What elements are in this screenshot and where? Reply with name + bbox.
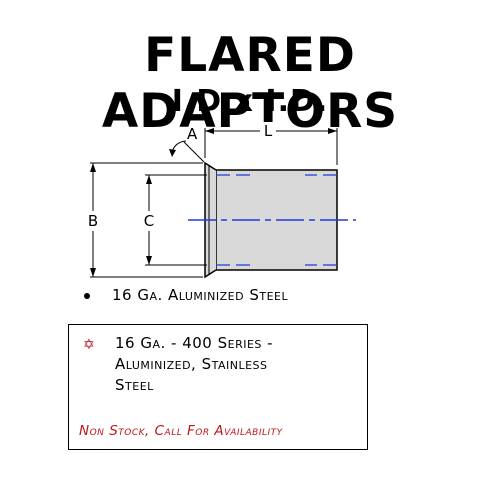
special-option-line: 16 Ga. - 400 Series - xyxy=(115,334,274,352)
arrow-head xyxy=(146,256,152,265)
arrow-head xyxy=(146,175,152,184)
dimension-label-b: B xyxy=(88,212,98,230)
arrow-head xyxy=(90,163,96,172)
bullet-icon xyxy=(84,292,90,299)
page-title: FLARED ADAPTORS xyxy=(101,28,399,139)
dimension-label-a: A xyxy=(187,125,198,143)
star-of-david-icon: ✡ xyxy=(83,337,95,353)
special-option-box: ✡ 16 Ga. - 400 Series - Aluminized, Stai… xyxy=(68,324,368,450)
arrow-head xyxy=(169,149,176,157)
page-subtitle: I.D x I.D. xyxy=(171,84,329,119)
arrow-head xyxy=(328,128,337,134)
standard-option: 16 Ga. Aluminized Steel xyxy=(84,286,288,304)
arrow-head xyxy=(90,268,96,277)
special-option-line: Steel xyxy=(115,376,154,394)
standard-option-text: 16 Ga. Aluminized Steel xyxy=(112,286,289,304)
special-option-text: 16 Ga. - 400 Series - Aluminized, Stainl… xyxy=(115,333,355,396)
dimension-label-c: C xyxy=(144,212,154,230)
special-option-line: Aluminized, Stainless xyxy=(115,355,268,373)
angle-line xyxy=(183,141,205,163)
availability-note: Non Stock, Call For Availability xyxy=(79,423,283,439)
dimension-label-l: L xyxy=(264,122,273,140)
arrow-head xyxy=(205,128,214,134)
